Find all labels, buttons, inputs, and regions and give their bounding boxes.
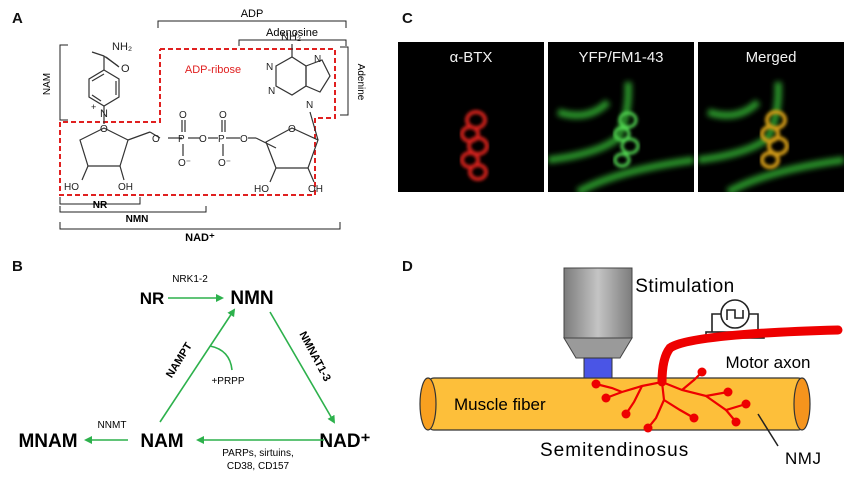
p-2-label: P	[218, 134, 225, 145]
muscle-name-label: Semitendinosus	[540, 440, 689, 461]
enzyme-nnmt: NNMT	[98, 420, 127, 431]
adp-ribose-label: ADP-ribose	[185, 64, 241, 76]
p-2-o-minus: O⁻	[218, 158, 231, 169]
p-1-oxo: O	[179, 110, 187, 121]
ribose-1-o: O	[100, 124, 108, 135]
nmn-bracket-label: NMN	[126, 214, 149, 225]
adenosine-bracket	[238, 39, 347, 46]
adp-ribose-outline	[59, 48, 336, 196]
p-1-label: P	[178, 134, 185, 145]
p-2-oxo: O	[219, 110, 227, 121]
adenine-n7: N	[314, 54, 321, 65]
micrograph-merged: Merged	[698, 42, 844, 192]
adenosine-bracket-label: Adenosine	[266, 27, 318, 39]
panel-a-label: A	[12, 10, 23, 27]
nh2-adenine-label: NH₂	[281, 31, 301, 43]
nad-salvage-pathway: NR NMN NAD⁺ NAM MNAM NRK1-2 NMNAT1-3 NAM…	[18, 274, 370, 472]
n-plus-label: N	[100, 108, 108, 120]
cofactor-prpp: +PRPP	[211, 376, 244, 387]
node-mnam: MNAM	[18, 431, 77, 452]
nh2-nam-label: NH₂	[112, 41, 132, 53]
adenine-n3: N	[268, 86, 275, 97]
nmj-pointer-line	[757, 413, 779, 447]
muscle-fiber	[419, 377, 811, 431]
adenine-n1: N	[266, 62, 273, 73]
ribose-1-oh: OH	[118, 182, 133, 193]
micrograph-title-yfp: YFP/FM1-43	[578, 49, 664, 66]
panel-c-label: C	[402, 10, 413, 27]
p-1-o-minus: O⁻	[178, 158, 191, 169]
amide-o-label: O	[121, 63, 130, 75]
nad-bracket-label: NAD⁺	[185, 232, 215, 244]
adenine-n9: N	[306, 100, 313, 111]
adenine-bracket-label: Adenine	[355, 64, 366, 101]
adp-bracket-label: ADP	[241, 8, 264, 20]
nad-consumers-line2: CD38, CD157	[227, 461, 290, 472]
node-nam: NAM	[140, 431, 183, 452]
micrograph-yfp-fm1-43: YFP/FM1-43	[548, 42, 694, 192]
ribose-2-oh: OH	[308, 184, 323, 195]
nam-bracket-label: NAM	[42, 73, 53, 95]
micrograph-alpha-btx: α-BTX	[398, 42, 544, 192]
enzyme-nmnat: NMNAT1-3	[296, 330, 332, 384]
nad-consumers-line1: PARPs, sirtuins,	[222, 448, 294, 459]
objective-lens	[563, 267, 633, 379]
nmj-terminals	[591, 367, 751, 433]
micrograph-title-merged: Merged	[745, 49, 797, 66]
nmj-label: NMJ	[785, 449, 821, 468]
nad-molecule-bonds	[79, 44, 331, 183]
micrograph-title-alpha-btx: α-BTX	[449, 49, 493, 66]
enzyme-nampt: NAMPT	[164, 340, 195, 380]
charge-plus-label: +	[91, 102, 96, 112]
muscle-fiber-label: Muscle fiber	[454, 395, 546, 414]
nr-bracket-label: NR	[93, 200, 108, 211]
adp-bracket	[157, 20, 347, 28]
nam-bracket	[59, 44, 68, 121]
panel-d-label: D	[402, 258, 413, 275]
o-bridge-3: O	[240, 134, 248, 145]
panel-b-label: B	[12, 258, 23, 275]
o-bridge-2: O	[199, 134, 207, 145]
motor-axon-label: Motor axon	[725, 353, 810, 372]
nmj-stimulation-setup: Stimulation Motor axon NMJ Muscle fiber …	[419, 267, 843, 468]
o-bridge-1: O	[152, 134, 160, 145]
ribose-1-ho: HO	[64, 182, 79, 193]
nad-structure-diagram: ADP Adenosine NAM Adenine ADP-ribose	[42, 8, 366, 244]
adenine-bracket	[340, 46, 349, 116]
bottom-brackets	[59, 197, 341, 230]
node-nr: NR	[140, 289, 165, 308]
enzyme-nrk: NRK1-2	[172, 274, 208, 285]
ribose-2-o: O	[288, 124, 296, 135]
pathway-arrows	[84, 294, 336, 444]
node-nad: NAD⁺	[319, 431, 370, 452]
motor-axon	[657, 325, 843, 387]
node-nmn: NMN	[230, 288, 273, 309]
stimulation-label: Stimulation	[635, 276, 735, 297]
ribose-2-ho: HO	[254, 184, 269, 195]
